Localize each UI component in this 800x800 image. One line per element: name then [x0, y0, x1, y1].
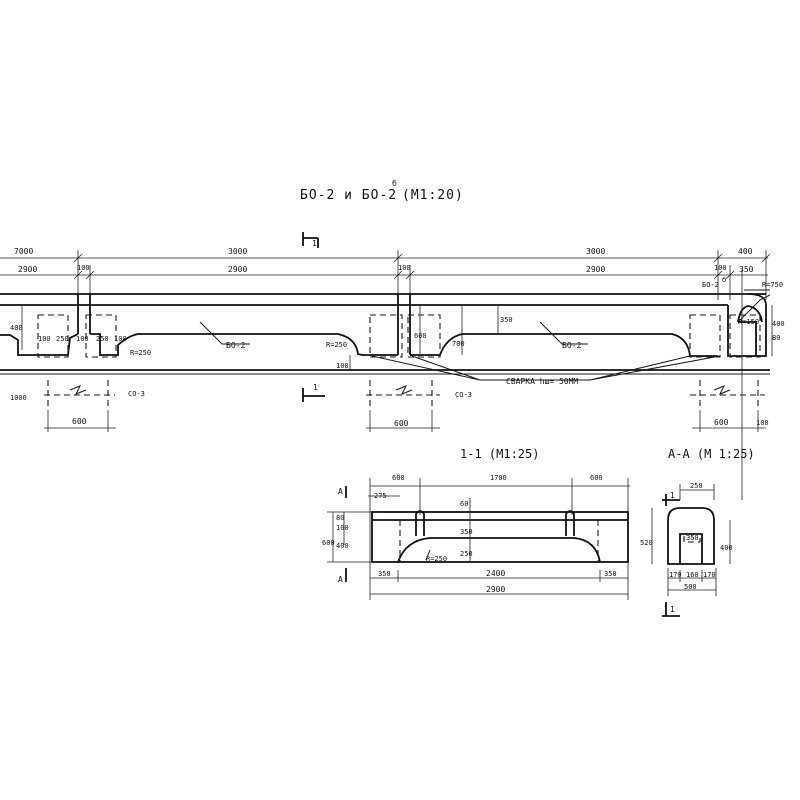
s11-left-100: 100	[336, 524, 349, 532]
beam-corner-sup: б	[722, 276, 726, 284]
s11-left-400: 400	[336, 542, 349, 550]
section11-drawing	[327, 478, 630, 600]
beam-label-2: БО-2	[562, 341, 581, 350]
dim-100-b: 100	[398, 264, 411, 272]
beam-corner-label: БО-2	[702, 281, 719, 289]
section-mark-bottom-num: 1	[313, 383, 318, 392]
dim-2900-a: 2900	[18, 265, 37, 274]
s11-top-1700: 1700	[490, 474, 507, 482]
bottom-dim-600-a: 600	[72, 417, 87, 426]
aa-total-500: 500	[684, 583, 697, 591]
vdim-350: 350	[500, 316, 513, 324]
section11-title: 1-1 (М1:25)	[460, 447, 539, 461]
small-dim-250-a: 250	[56, 335, 69, 343]
vdim-1000: 1000	[10, 394, 27, 402]
sectionAA-drawing	[651, 484, 731, 617]
section-mark-top	[302, 232, 319, 248]
aa-side-400: 400	[720, 544, 733, 552]
s11-mid-250: 250	[460, 550, 473, 558]
dim-2900-c: 2900	[586, 265, 605, 274]
aa-bottom-170-b: 170	[703, 571, 716, 579]
small-dim-250-b: 250	[96, 335, 109, 343]
small-dim-100-a: 100	[38, 335, 51, 343]
vdim-100: 100	[336, 362, 349, 370]
aa-mark-top: 1	[670, 491, 675, 500]
drawing-title-scale: (М1:20)	[402, 188, 464, 203]
section-mark-bottom	[302, 388, 325, 402]
s11-radius: R=250	[426, 555, 447, 563]
vdim-400: 400	[10, 324, 23, 332]
s11-bottom-350-a: 350	[378, 570, 391, 578]
bottom-dim-600-c: 600	[714, 418, 729, 427]
vdim-80: 80	[772, 334, 780, 342]
s11-left-275: 275	[374, 492, 387, 500]
aa-bottom-170-a: 170	[669, 571, 682, 579]
dim-2900-b: 2900	[228, 265, 247, 274]
s11-mid-60: 60	[460, 500, 468, 508]
aa-top-250: 250	[690, 482, 703, 490]
radius-750: R=750	[762, 281, 783, 289]
vdim-700: 700	[452, 340, 465, 348]
bottom-dim-600-b: 600	[394, 419, 409, 428]
co3-label-a: СО-3	[128, 390, 145, 398]
s11-cut-a-bottom: А	[338, 575, 343, 584]
dim-7000: 7000	[14, 247, 33, 256]
s11-cut-a-top: А	[338, 487, 343, 496]
s11-bottom-2400: 2400	[486, 569, 505, 578]
sectionAA-title: А-А (М 1:25)	[668, 447, 755, 461]
dim-400: 400	[738, 247, 753, 256]
bottom-dimension-lines	[44, 410, 766, 432]
s11-mid-350: 350	[460, 528, 473, 536]
small-dim-100-b: 100	[76, 335, 89, 343]
s11-total-2900: 2900	[486, 585, 505, 594]
beam-label-1: БО-2	[226, 341, 245, 350]
s11-top-600-b: 600	[590, 474, 603, 482]
aa-inner-350: 350	[686, 534, 699, 542]
drawing-title: БО-2 и БО-2	[300, 188, 397, 203]
small-dim-100-c: 100	[114, 335, 127, 343]
section-mark-top-num: 1	[312, 239, 317, 248]
beam-elevation	[0, 270, 773, 500]
s11-bottom-350-b: 350	[604, 570, 617, 578]
top-dimension-lines	[0, 250, 771, 300]
radius-250-a: R=250	[130, 349, 151, 357]
dim-350: 350	[739, 265, 754, 274]
bottom-dim-100: 100	[756, 419, 769, 427]
aa-bottom-160: 160	[686, 571, 699, 579]
radius-150: R=150	[738, 318, 759, 326]
dim-100-c: 100	[714, 264, 727, 272]
radius-250-b: R=250	[326, 341, 347, 349]
s11-left-600: 600	[322, 539, 335, 547]
vdim-400-right: 400	[772, 320, 785, 328]
s11-left-80: 80	[336, 514, 344, 522]
weld-note: СВАРКА hш= 50ММ	[506, 377, 578, 386]
co3-label-b: СО-3	[455, 391, 472, 399]
aa-side-520: 520	[640, 539, 653, 547]
drawing-title-sup: б	[392, 178, 397, 188]
dim-3000-b: 3000	[586, 247, 605, 256]
dim-100-a: 100	[77, 264, 90, 272]
s11-top-600-a: 600	[392, 474, 405, 482]
aa-mark-bottom: 1	[670, 605, 675, 614]
vdim-600: 600	[414, 332, 427, 340]
dim-3000-a: 3000	[228, 247, 247, 256]
